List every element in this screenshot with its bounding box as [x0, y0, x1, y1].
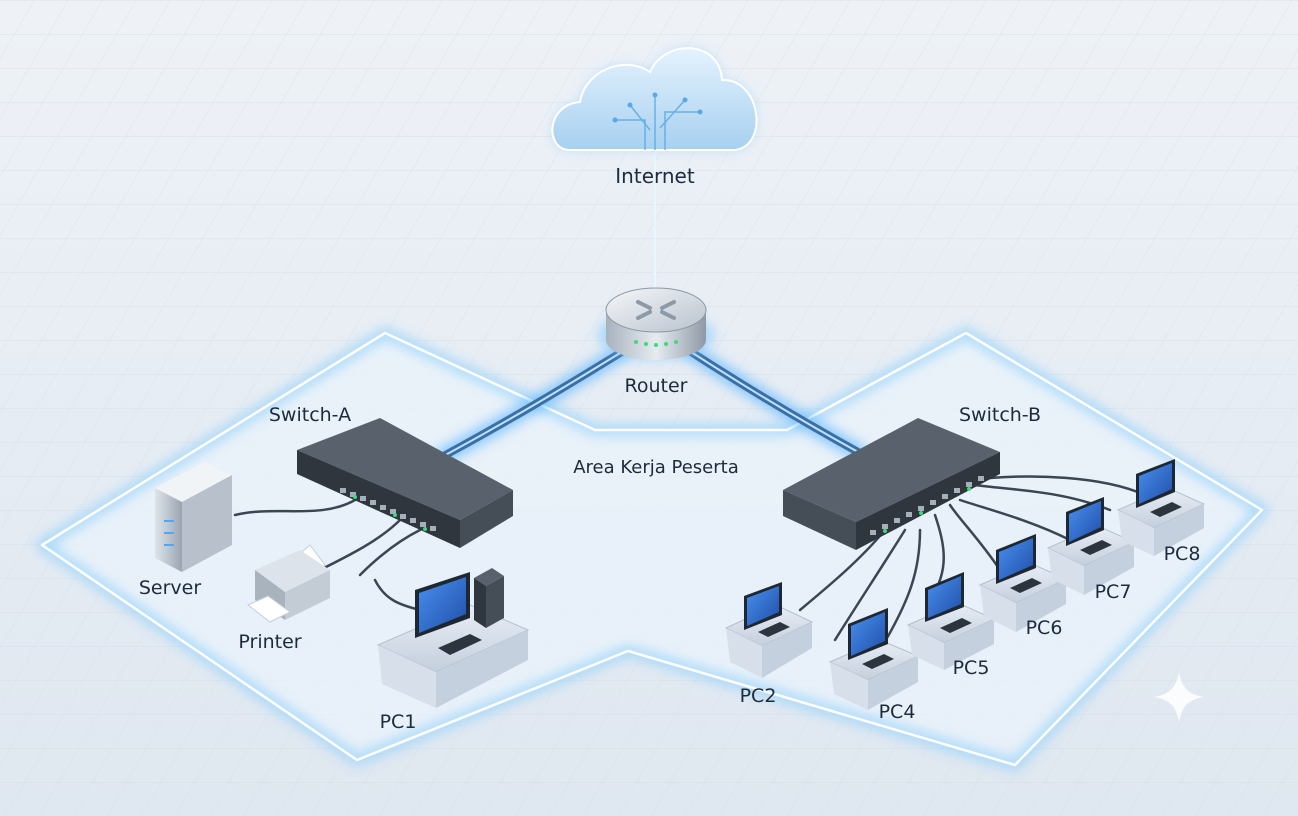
- server-icon: [155, 462, 232, 572]
- switch-a-icon: [297, 418, 513, 548]
- pc7-computer-icon: [1046, 497, 1136, 595]
- pc4-computer-icon: [828, 608, 920, 710]
- pc5-computer-icon: [906, 572, 996, 670]
- printer-label: Printer: [238, 631, 301, 653]
- pc4-label: PC4: [879, 701, 916, 723]
- server-label: Server: [139, 577, 201, 599]
- area-label: Area Kerja Peserta: [573, 457, 739, 478]
- switch-b-icon: [783, 418, 1000, 550]
- pc6-label: PC6: [1026, 617, 1063, 639]
- router-icon: [598, 287, 714, 360]
- router-label: Router: [625, 375, 688, 397]
- pc1-label: PC1: [380, 711, 417, 733]
- pc7-label: PC7: [1095, 581, 1132, 603]
- internet-label: Internet: [615, 164, 695, 188]
- switch-b-label: Switch-B: [959, 404, 1041, 426]
- pc1-computer-icon: [376, 568, 530, 708]
- cloud-icon: [551, 47, 758, 151]
- pc8-label: PC8: [1164, 543, 1201, 565]
- pc2-computer-icon: [724, 582, 814, 678]
- cables: [233, 141, 1147, 652]
- pc8-computer-icon: [1116, 459, 1206, 556]
- pc5-label: PC5: [953, 657, 990, 679]
- sparkle-icon: [1154, 672, 1204, 722]
- pc2-label: PC2: [740, 685, 777, 707]
- printer-icon: [247, 544, 330, 623]
- switch-a-label: Switch-A: [269, 404, 351, 426]
